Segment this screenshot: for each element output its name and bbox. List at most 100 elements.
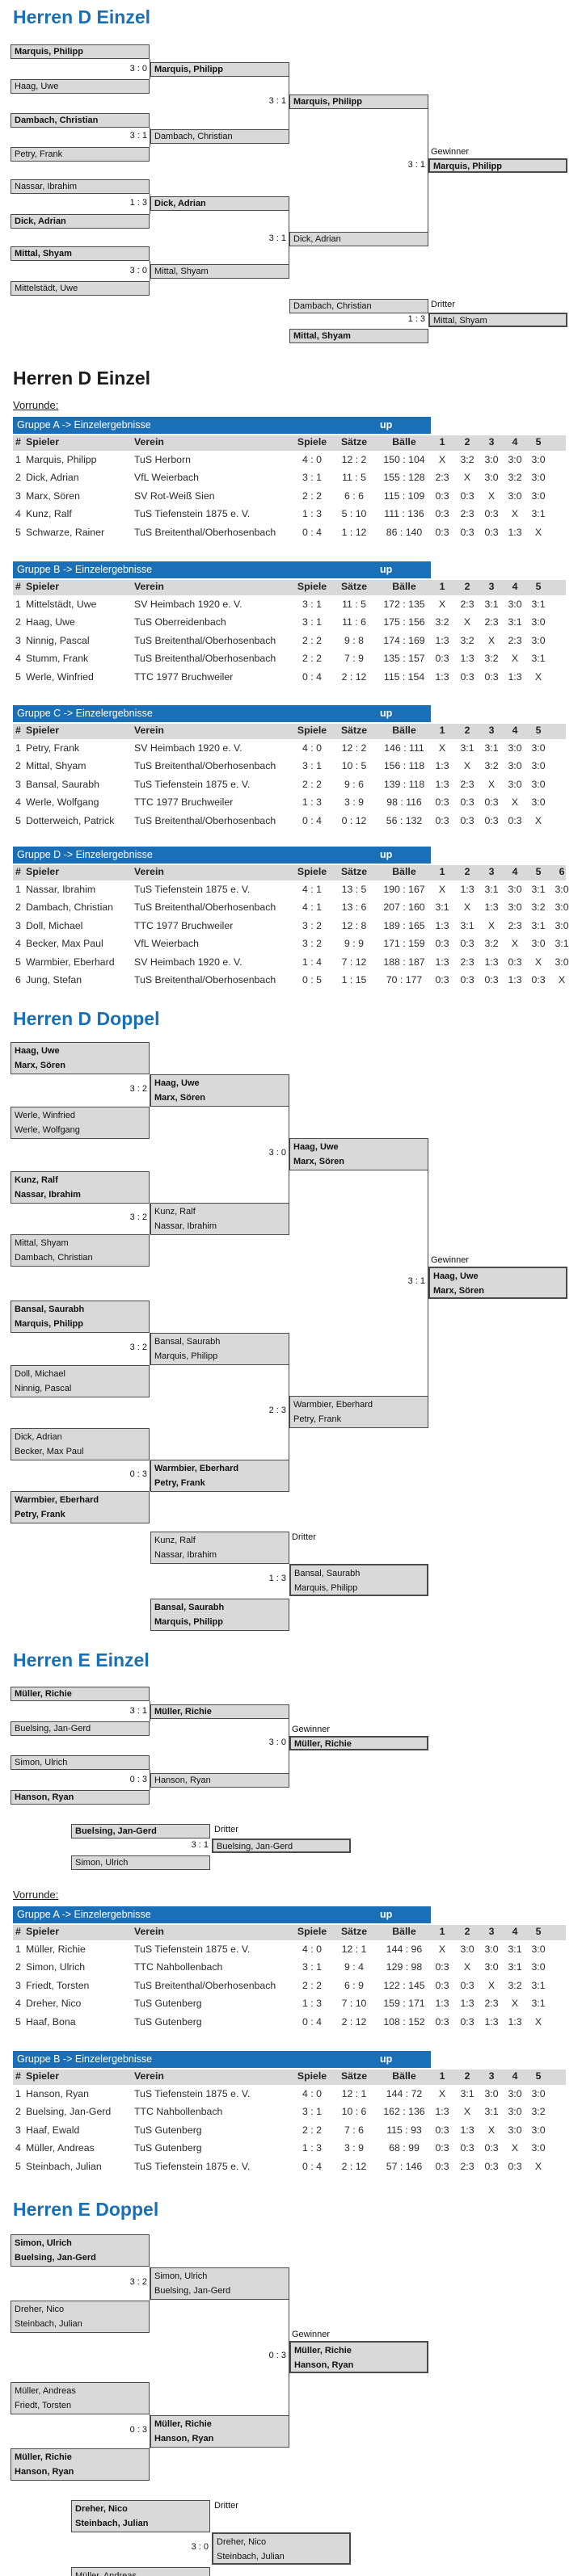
cell-balls: 86 : 140 xyxy=(386,526,423,538)
cell-balls: 115 : 93 xyxy=(386,2124,422,2136)
cell-result: 3:0 xyxy=(484,2088,499,2099)
player-name: Marquis, Philipp xyxy=(154,65,223,74)
player-name: Hanson, Ryan xyxy=(294,2360,354,2370)
player-box: Dambach, Christian xyxy=(289,299,428,313)
col-header-club: Verein xyxy=(134,866,164,877)
col-header-opponent: 1 xyxy=(439,725,445,736)
up-link[interactable]: up xyxy=(380,708,393,719)
cell-club: TuS Tiefenstein 1875 e. V. xyxy=(134,778,251,790)
player-name: Bansal, Saurabh xyxy=(154,1603,225,1612)
winner-label: Gewinner xyxy=(431,147,470,157)
cell-balls: 70 : 177 xyxy=(386,974,423,985)
player-name: Hanson, Ryan xyxy=(154,1775,211,1785)
col-header-sets: Sätze xyxy=(340,581,368,592)
player-name: Bansal, Saurabh xyxy=(15,1305,85,1314)
player-name: Haag, Uwe xyxy=(15,1046,60,1056)
cell-sets: 9 : 4 xyxy=(344,1961,364,1973)
cell-club: SV Heimbach 1920 e. V. xyxy=(134,742,242,754)
col-header-opponent: 3 xyxy=(488,725,495,736)
cell-games: 3 : 1 xyxy=(302,599,322,610)
match-score: 3 : 2 xyxy=(129,1343,147,1352)
cell-result: 3:0 xyxy=(508,884,522,895)
col-header-opponent: 4 xyxy=(512,725,518,736)
player-name: Müller, Richie xyxy=(294,1739,352,1749)
cell-result: 0:3 xyxy=(460,526,474,538)
player-name: Werle, Winfried xyxy=(15,1111,75,1120)
cell-num: 3 xyxy=(15,2124,21,2136)
cell-sets: 3 : 9 xyxy=(344,2142,364,2154)
cell-result: 0:3 xyxy=(435,2142,449,2154)
cell-club: TTC 1977 Bruchweiler xyxy=(134,919,234,931)
cell-sets: 6 : 6 xyxy=(344,490,364,502)
col-header-club: Verein xyxy=(134,2070,164,2082)
section-title: Herren D Einzel xyxy=(13,368,150,389)
match-winner-box: Marquis, Philipp xyxy=(150,62,289,77)
cell-player: Doll, Michael xyxy=(26,919,83,931)
cell-num: 1 xyxy=(15,742,21,754)
cell-result: 3:1 xyxy=(435,901,449,914)
up-link[interactable]: up xyxy=(380,419,393,431)
cell-result: 1:3 xyxy=(484,2015,499,2028)
cell-club: TuS Breitenthal/Oberhosenbach xyxy=(134,653,276,665)
cell-result: 3:0 xyxy=(531,1961,546,1973)
up-link[interactable]: up xyxy=(380,564,393,575)
cell-games: 3 : 2 xyxy=(302,919,322,931)
cell-result: 0:3 xyxy=(435,526,449,538)
cell-result: 0:3 xyxy=(460,2015,474,2028)
cell-result: 3:1 xyxy=(460,919,474,931)
cell-result: 0:3 xyxy=(508,956,522,968)
group-title[interactable]: Gruppe B -> Einzelergebnisse xyxy=(17,564,153,575)
cell-result: 0:3 xyxy=(435,2124,449,2136)
cell-sets: 9 : 9 xyxy=(344,938,364,950)
cell-result: 3:0 xyxy=(508,760,522,772)
cell-player: Steinbach, Julian xyxy=(26,2160,102,2172)
cell-result: X xyxy=(511,653,519,665)
cell-num: 1 xyxy=(15,884,21,895)
col-header-num: # xyxy=(15,581,21,592)
col-header-opponent: 2 xyxy=(464,725,470,736)
cell-player: Müller, Richie xyxy=(26,1944,86,1955)
cell-result: 0:3 xyxy=(435,796,449,809)
cell-result: 0:3 xyxy=(435,653,449,665)
group-title[interactable]: Gruppe A -> Einzelergebnisse xyxy=(17,1909,151,1920)
up-link[interactable]: up xyxy=(380,1909,393,1920)
cell-result: X xyxy=(534,670,542,683)
match-winner-box: Dick, Adrian xyxy=(289,232,428,246)
col-header-sets: Sätze xyxy=(340,866,368,877)
cell-result: 0:3 xyxy=(435,2160,449,2172)
cell-num: 5 xyxy=(15,670,21,683)
player-name: Simon, Ulrich xyxy=(15,1758,68,1767)
up-link[interactable]: up xyxy=(380,849,393,860)
col-header-num: # xyxy=(15,1926,21,1937)
cell-club: VfL Weierbach xyxy=(134,472,199,484)
col-header-club: Verein xyxy=(134,725,164,736)
cell-club: TTC 1977 Bruchweiler xyxy=(134,670,234,683)
up-link[interactable]: up xyxy=(380,2053,393,2065)
player-name: Mittal, Shyam xyxy=(15,249,72,258)
cell-result: 3:1 xyxy=(531,599,546,610)
cell-num: 4 xyxy=(15,1998,21,2010)
cell-result: 3:1 xyxy=(531,1979,546,1991)
cell-club: TuS Tiefenstein 1875 e. V. xyxy=(134,1944,251,1955)
group-title[interactable]: Gruppe B -> Einzelergebnisse xyxy=(17,2053,153,2065)
cell-balls: 190 : 167 xyxy=(383,884,425,895)
cell-num: 4 xyxy=(15,796,21,809)
group-title[interactable]: Gruppe C -> Einzelergebnisse xyxy=(17,708,153,719)
group-title[interactable]: Gruppe A -> Einzelergebnisse xyxy=(17,419,151,431)
cell-result: 3:0 xyxy=(508,742,522,754)
group-title[interactable]: Gruppe D -> Einzelergebnisse xyxy=(17,849,153,860)
cell-sets: 3 : 9 xyxy=(344,796,364,809)
col-header-club: Verein xyxy=(134,436,164,448)
player-name: Dambach, Christian xyxy=(15,1253,93,1263)
player-name: Marx, Sören xyxy=(15,1061,65,1070)
cell-player: Nassar, Ibrahim xyxy=(26,884,96,895)
match-score: 3 : 1 xyxy=(129,1706,147,1716)
section-title: Herren D Einzel xyxy=(13,6,150,27)
